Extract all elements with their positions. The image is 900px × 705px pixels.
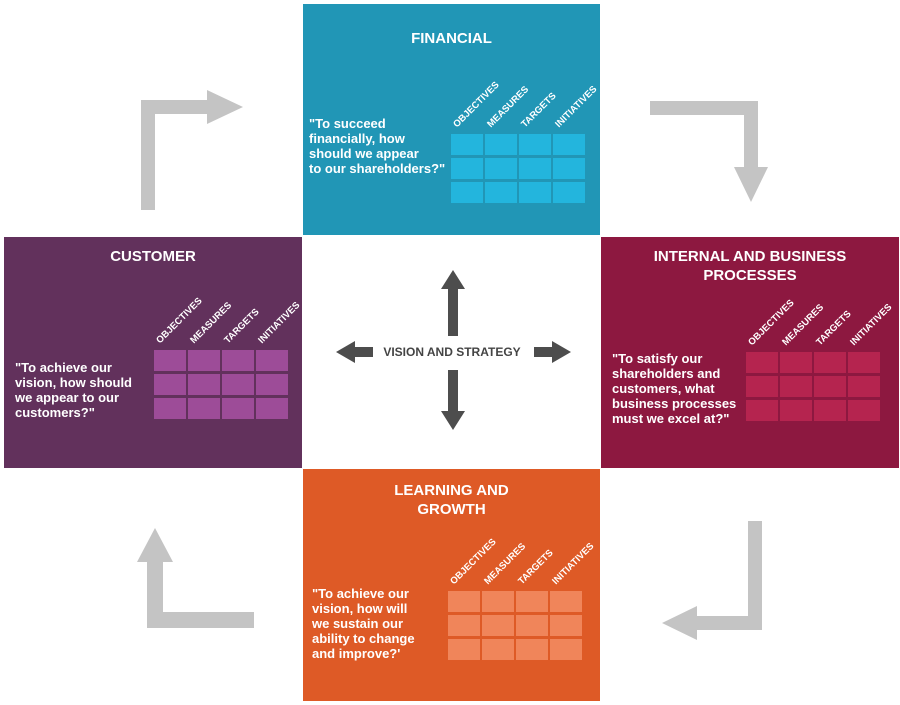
learning-table — [448, 591, 582, 660]
table-cell — [746, 376, 778, 397]
table-cell — [482, 615, 514, 636]
table-cell — [256, 374, 288, 395]
internal-quote: "To satisfy our shareholders and custome… — [612, 351, 737, 426]
table-cell — [451, 134, 483, 155]
table-cell — [256, 398, 288, 419]
table-cell — [848, 376, 880, 397]
arrow-up-icon — [441, 270, 465, 336]
customer-table — [154, 350, 288, 419]
table-cell — [553, 182, 585, 203]
table-cell — [188, 398, 220, 419]
learning-quote: "To achieve our vision, how will we sust… — [312, 586, 415, 661]
financial-quote: "To succeed financially, how should we a… — [309, 116, 446, 176]
arrow-down-icon — [441, 370, 465, 430]
table-cell — [482, 591, 514, 612]
table-cell — [780, 400, 812, 421]
table-cell — [154, 350, 186, 371]
table-cell — [448, 639, 480, 660]
arrow-right-icon — [534, 341, 571, 363]
learning-panel: LEARNING AND GROWTH "To achieve our visi… — [303, 469, 600, 701]
table-cell — [550, 639, 582, 660]
table-cell — [485, 134, 517, 155]
customer-panel: CUSTOMER "To achieve our vision, how sho… — [4, 237, 302, 468]
customer-title: CUSTOMER — [110, 248, 196, 265]
table-cell — [848, 400, 880, 421]
table-cell — [780, 376, 812, 397]
table-cell — [222, 350, 254, 371]
customer-quote: "To achieve our vision, how should we ap… — [15, 360, 132, 420]
cycle-arrow-bottom-right — [662, 521, 762, 640]
table-cell — [448, 615, 480, 636]
table-cell — [451, 158, 483, 179]
learning-title: LEARNING AND GROWTH — [394, 482, 509, 518]
vision-strategy-label: VISION AND STRATEGY — [383, 345, 521, 359]
table-cell — [814, 400, 846, 421]
table-cell — [780, 352, 812, 373]
table-cell — [222, 398, 254, 419]
table-cell — [553, 134, 585, 155]
table-cell — [550, 591, 582, 612]
cycle-arrow-top-left — [141, 90, 243, 210]
financial-title: FINANCIAL — [411, 30, 492, 47]
table-cell — [746, 352, 778, 373]
cycle-arrow-bottom-left — [137, 528, 254, 628]
table-cell — [553, 158, 585, 179]
arrow-left-icon — [336, 341, 373, 363]
table-cell — [814, 352, 846, 373]
table-cell — [154, 398, 186, 419]
table-cell — [485, 158, 517, 179]
table-cell — [516, 639, 548, 660]
table-cell — [516, 591, 548, 612]
table-cell — [154, 374, 186, 395]
table-cell — [222, 374, 254, 395]
table-cell — [519, 158, 551, 179]
table-cell — [451, 182, 483, 203]
financial-table — [451, 134, 585, 203]
table-cell — [519, 134, 551, 155]
cycle-arrow-top-right — [650, 101, 768, 202]
internal-panel: INTERNAL AND BUSINESS PROCESSES "To sati… — [601, 237, 899, 468]
internal-table — [746, 352, 880, 421]
table-cell — [256, 350, 288, 371]
table-cell — [516, 615, 548, 636]
table-cell — [188, 350, 220, 371]
table-cell — [485, 182, 517, 203]
table-cell — [814, 376, 846, 397]
financial-panel: FINANCIAL "To succeed financially, how s… — [303, 4, 600, 235]
table-cell — [746, 400, 778, 421]
table-cell — [448, 591, 480, 612]
table-cell — [188, 374, 220, 395]
internal-title: INTERNAL AND BUSINESS PROCESSES — [653, 248, 847, 284]
table-cell — [550, 615, 582, 636]
table-cell — [482, 639, 514, 660]
table-cell — [519, 182, 551, 203]
table-cell — [848, 352, 880, 373]
